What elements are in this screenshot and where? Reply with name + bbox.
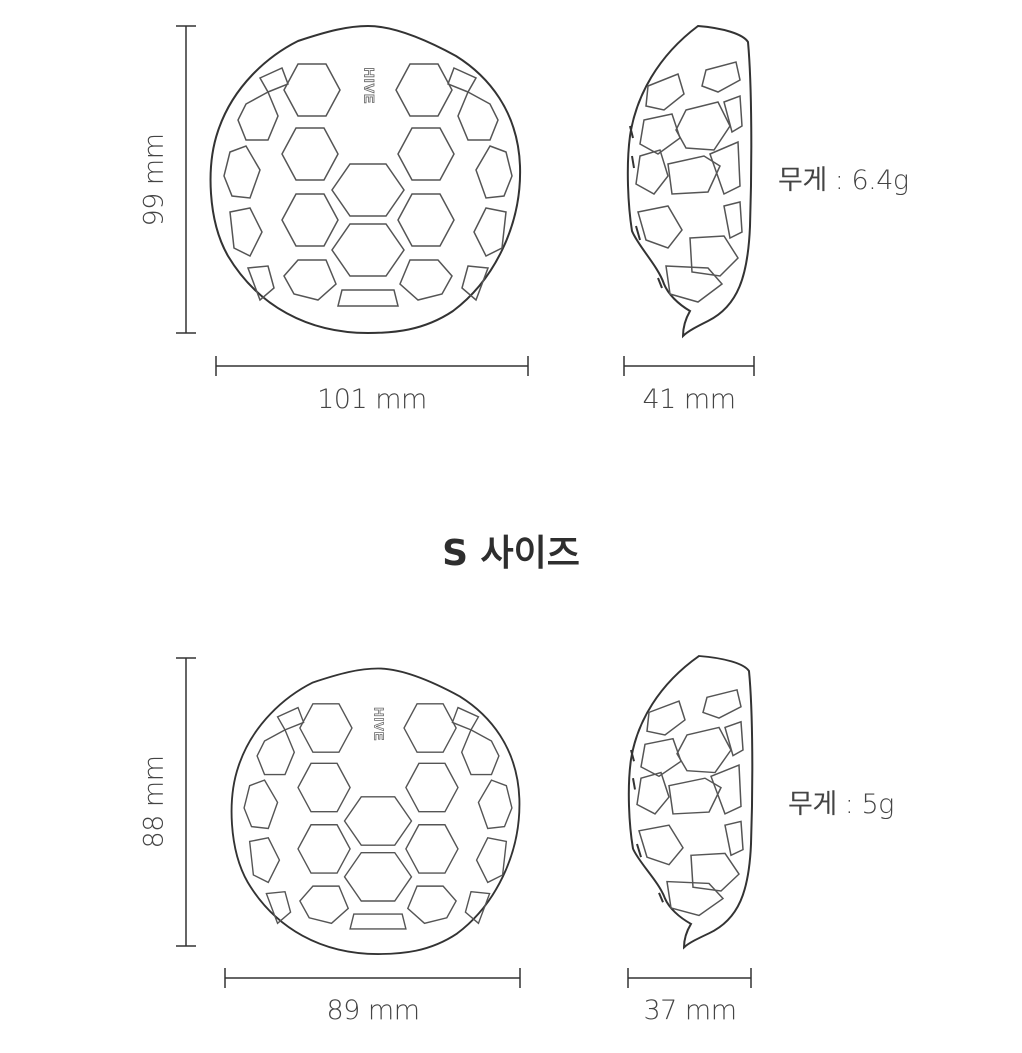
grip-top-view-icon: [230, 667, 521, 955]
grip-side-view-icon: [627, 655, 754, 949]
small-width-label: 89 mm: [326, 995, 420, 1026]
section-title: S 사이즈: [442, 533, 580, 574]
small-weight-label: 무게 : 5g: [788, 789, 894, 820]
large-weight-label: 무게 : 6.4g: [778, 165, 909, 196]
grip-top-view-icon: [209, 25, 522, 334]
small-width-dimension: [224, 968, 521, 988]
large-depth-label: 41 mm: [642, 384, 736, 415]
small-height-dimension: [176, 657, 196, 947]
large-height-dimension: [176, 25, 196, 334]
large-width-label: 101 mm: [317, 384, 427, 415]
grip-side-view-icon: [626, 25, 753, 337]
small-depth-dimension: [627, 968, 752, 988]
small-depth-label: 37 mm: [643, 995, 737, 1026]
large-width-dimension: [215, 356, 529, 376]
large-height-label: 99 mm: [138, 133, 170, 227]
small-height-label: 88 mm: [138, 755, 170, 849]
large-depth-dimension: [623, 356, 755, 376]
